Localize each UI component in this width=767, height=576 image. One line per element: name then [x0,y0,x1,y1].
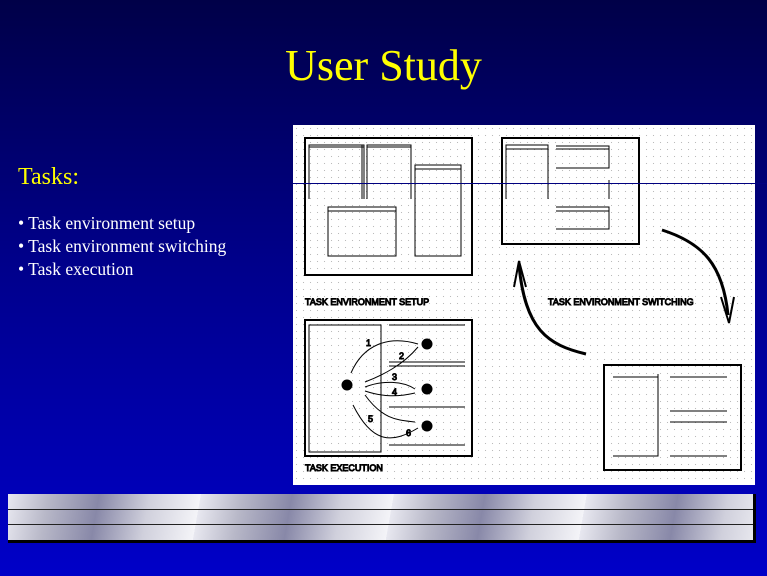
setup-label: TASK ENVIRONMENT SETUP [305,297,429,307]
execution-label: TASK EXECUTION [305,463,383,473]
switching-label: TASK ENVIRONMENT SWITCHING [548,297,694,307]
step-label: 1 [366,338,371,348]
step-label: 2 [399,351,404,361]
tasks-heading: Tasks: [18,164,79,190]
setup-screen [304,137,473,276]
step-label: 5 [368,414,373,424]
switching-screen-bottom [603,364,742,471]
task-item: • Task environment setup [18,213,196,233]
divider-line [293,183,767,184]
switching-screen-top [501,137,640,245]
task-list: • Task environment setup • Task environm… [18,212,226,281]
step-label: 3 [392,372,397,382]
task-item: • Task environment switching [18,236,227,256]
step-label: 6 [406,428,411,438]
decorative-metal-bar [8,494,756,543]
slide-title: User Study [285,41,482,90]
execution-screen [304,319,473,457]
task-diagram: 1 2 3 4 5 6 TASK ENVIRONMENT SETUP TASK … [293,125,755,485]
switch-arrows [513,228,735,356]
step-label: 4 [392,387,397,397]
task-item: • Task execution [18,259,134,279]
